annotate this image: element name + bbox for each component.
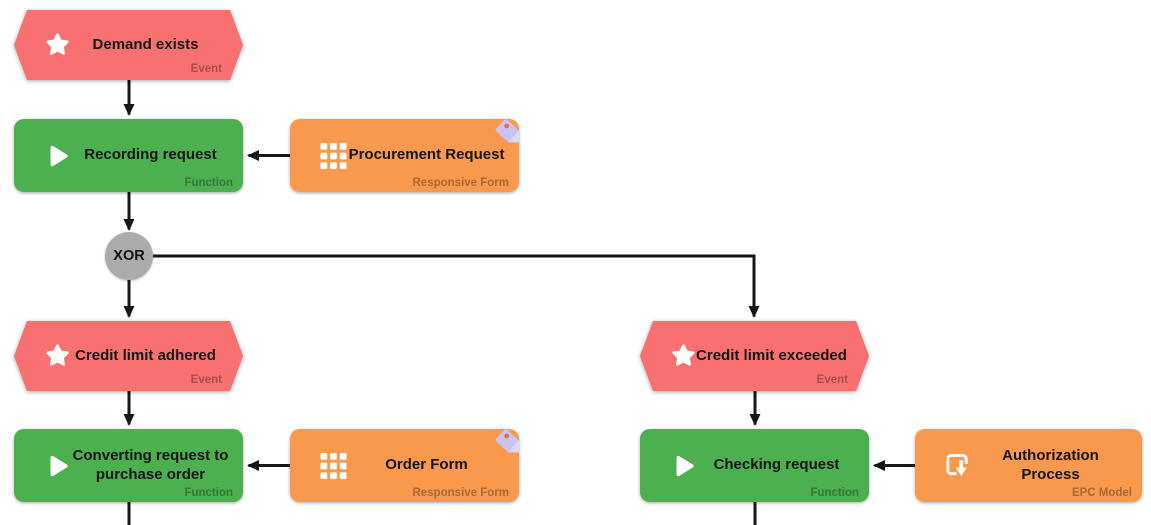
play-icon [670,452,697,479]
play-icon [44,142,71,169]
node-title: Authorization Process [1002,446,1099,483]
node-title: Checking request [713,456,840,474]
node-title: Credit limit exceeded [696,346,847,364]
node-title: Order Form [385,456,468,474]
artifact-procurement-request[interactable]: Procurement Request Responsive Form [290,119,521,192]
function-converting-request[interactable]: Converting request to purchase order Fun… [14,429,243,502]
function-recording-request[interactable]: Recording request Function [14,119,243,192]
artifact-order-form[interactable]: Order Form Responsive Form [290,429,521,502]
tag-icon [492,425,532,465]
function-checking-request[interactable]: Checking request Function [640,429,869,502]
node-title: Converting request to purchase order [72,446,229,483]
node-title: Recording request [84,146,217,164]
xor-connector[interactable]: XOR [105,232,153,280]
node-type-label: Responsive Form [412,177,510,189]
event-credit-limit-exceeded[interactable]: Credit limit exceeded Event [640,321,869,391]
node-type-label: Event [816,374,848,386]
play-icon [44,452,71,479]
node-type-label: Responsive Form [412,487,510,499]
form-grid-icon [320,452,347,479]
node-type-label: Event [190,63,222,75]
node-type-label: Function [810,487,859,499]
event-credit-limit-adhered[interactable]: Credit limit adhered Event [14,321,243,391]
star-icon [670,343,697,370]
star-icon [44,343,71,370]
node-type-label: EPC Model [1071,487,1132,499]
event-demand-exists[interactable]: Demand exists Event [14,10,243,80]
node-type-label: Event [190,374,222,386]
node-type-label: Function [184,487,233,499]
star-icon [44,32,71,59]
form-grid-icon [320,142,347,169]
tag-icon [492,115,532,155]
node-title: Demand exists [92,35,199,53]
node-title: Credit limit adhered [75,346,216,364]
edge-xor-to-credit-exceeded[interactable] [152,254,760,318]
artifact-authorization-process[interactable]: Authorization Process EPC Model [915,429,1142,502]
node-type-label: Function [184,177,233,189]
xor-label: XOR [113,248,145,264]
node-title: Procurement Request [348,146,505,164]
subprocess-model-icon [945,452,972,479]
